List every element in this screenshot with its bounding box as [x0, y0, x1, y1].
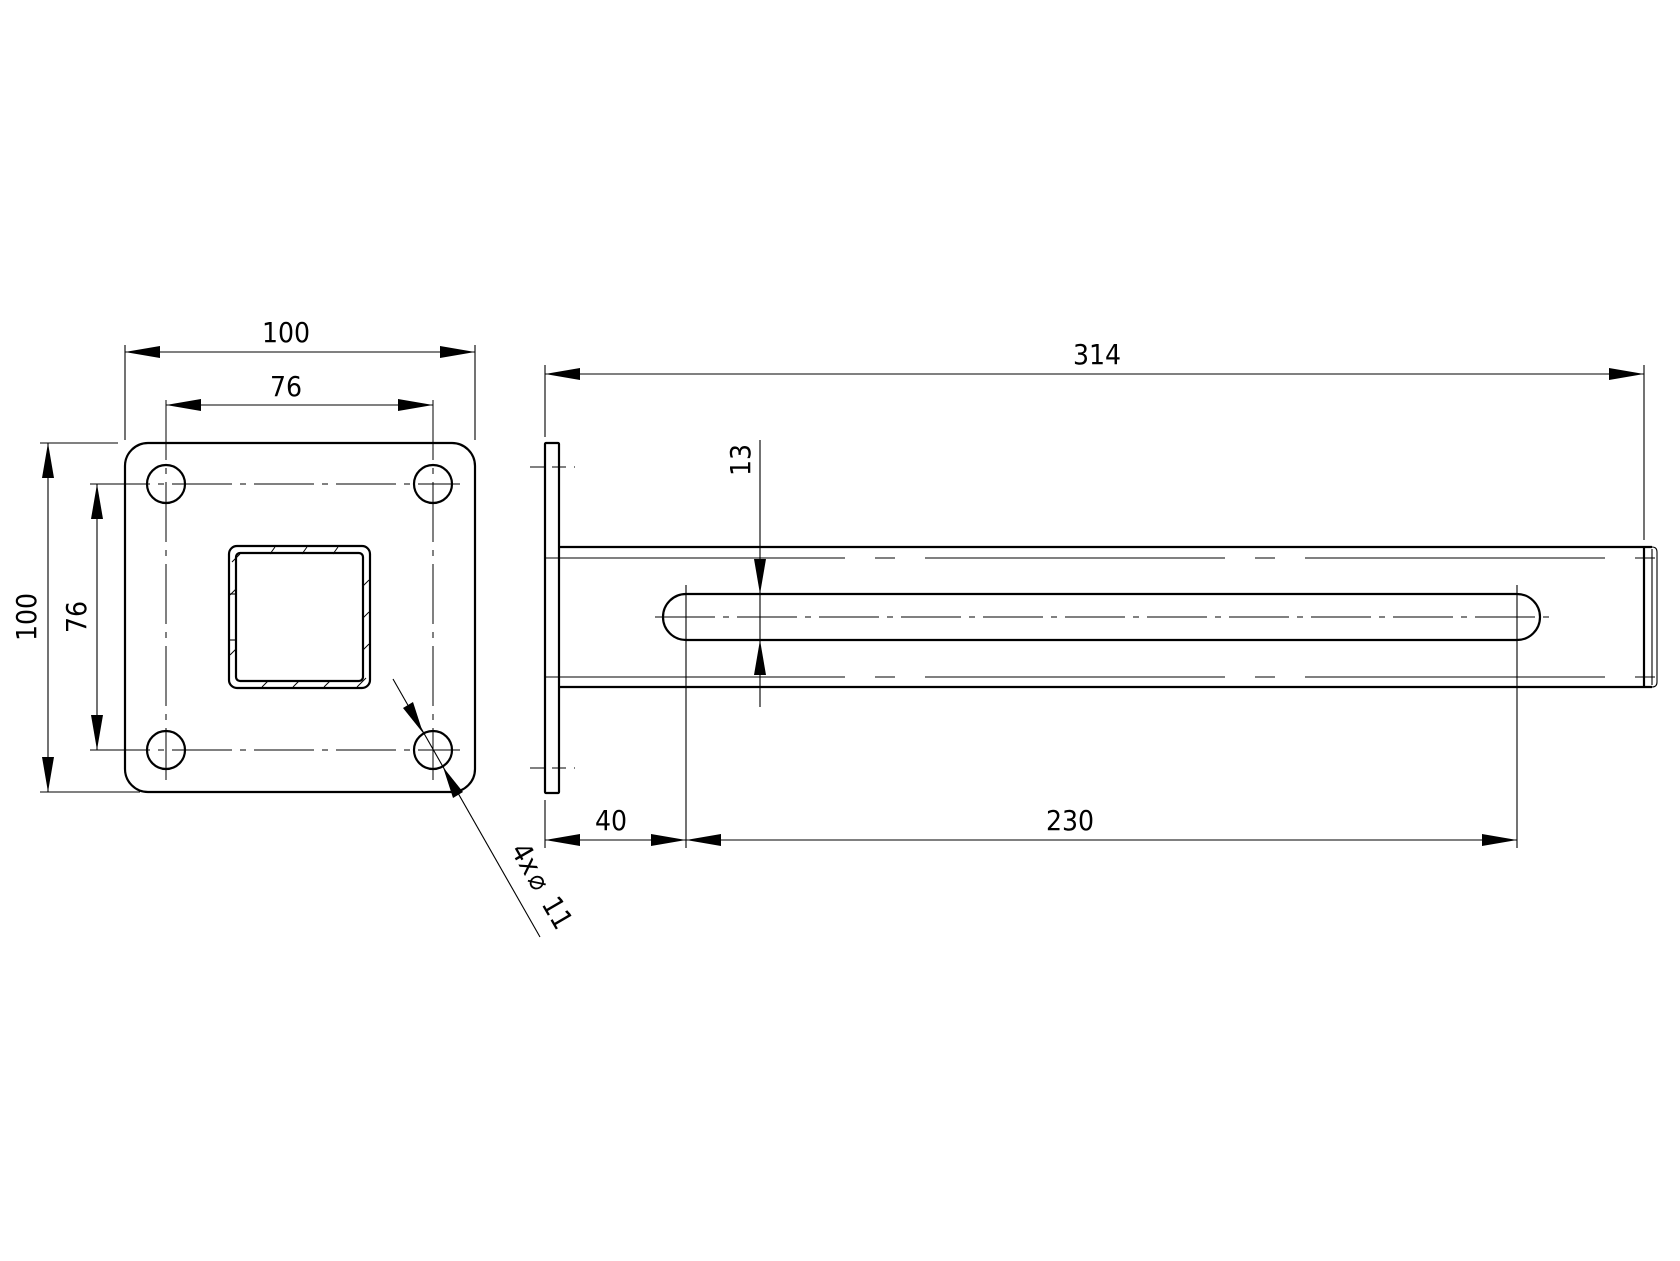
- hole-callout-leader: 4x ⌀ 11: [392, 678, 580, 938]
- dimension-slot-offset: 40: [545, 804, 686, 846]
- dim-text-plate-width: 100: [262, 316, 310, 349]
- dim-text-overall-length: 314: [1073, 338, 1121, 371]
- dimension-overall-length: 314: [545, 338, 1644, 380]
- side-view: 314 13 40 230: [530, 338, 1658, 848]
- square-tube-section: [227, 544, 372, 690]
- dim-text-slot-offset: 40: [595, 804, 627, 837]
- dim-text-slot-width: 13: [724, 444, 757, 476]
- tube-arm: [545, 545, 1658, 689]
- dim-text-hole-spacing-horizontal: 76: [270, 370, 302, 403]
- front-view: 100 76 100 76 4x: [10, 316, 580, 938]
- dimension-plate-width: 100: [125, 316, 475, 358]
- dimension-hole-spacing-vertical: 76: [60, 484, 103, 750]
- dim-text-plate-height: 100: [10, 593, 43, 641]
- front-center-lines: [90, 400, 460, 780]
- base-plate-edge: [543, 441, 561, 795]
- dimension-hole-spacing-horizontal: 76: [166, 370, 433, 411]
- dim-text-hole-spacing-vertical: 76: [60, 601, 93, 633]
- hole-callout-diameter: 11: [535, 891, 580, 935]
- dimension-slot-length: 230: [686, 804, 1517, 846]
- dimension-slot-width: 13: [724, 440, 766, 707]
- dim-text-slot-length: 230: [1046, 804, 1094, 837]
- mounting-plate-outline: [123, 441, 477, 794]
- dimension-plate-height: 100: [10, 443, 54, 792]
